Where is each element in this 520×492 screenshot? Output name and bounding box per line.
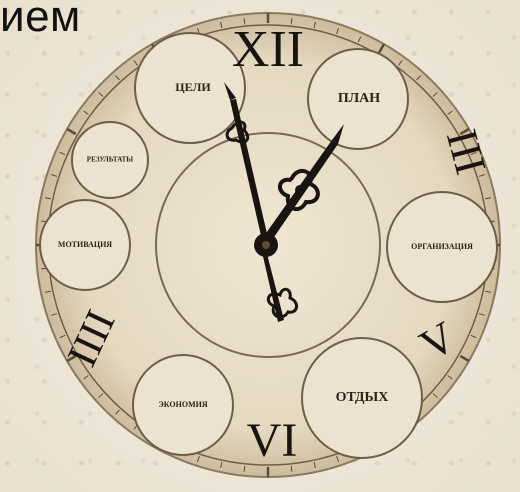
segment-motivation-label: МОТИВАЦИЯ bbox=[58, 240, 112, 249]
segment-economy-label: ЭКОНОМИЯ bbox=[158, 400, 207, 409]
numeral-xii: XII bbox=[232, 21, 304, 78]
minute-tick bbox=[244, 466, 245, 472]
segment-goals-label: ЦЕЛИ bbox=[175, 80, 211, 94]
numeral-vi: VI bbox=[247, 414, 298, 467]
segment-plan-label: ПЛАН bbox=[338, 91, 380, 106]
segment-organization-label: ОРГАНИЗАЦИЯ bbox=[411, 242, 473, 251]
segment-rest-label: ОТДЫХ bbox=[336, 390, 389, 405]
segment-results-label: РЕЗУЛЬТАТЫ bbox=[87, 156, 134, 164]
